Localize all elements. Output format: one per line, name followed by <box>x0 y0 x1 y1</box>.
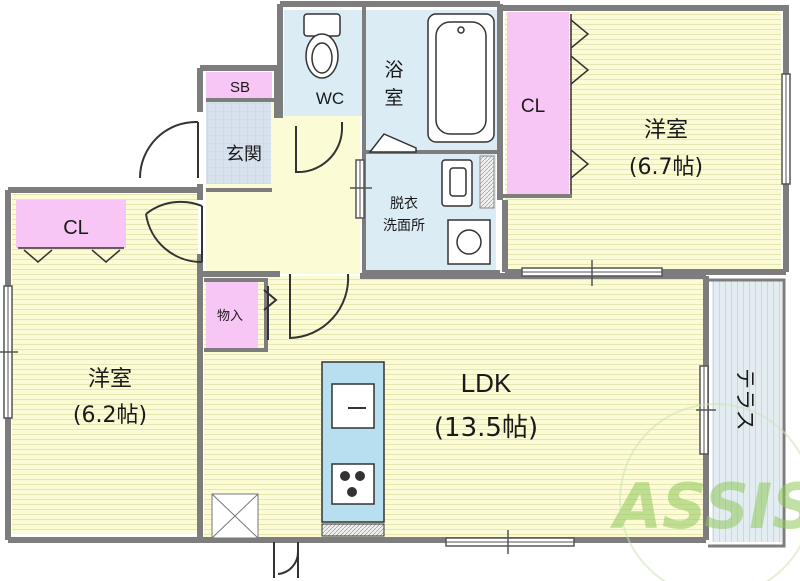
toilet <box>303 13 341 79</box>
storage-unit <box>211 493 259 539</box>
closet-right-label: CL <box>521 96 545 117</box>
western-left-name: 洋室 <box>88 367 132 392</box>
washroom-label-bottom: 洗面所 <box>383 218 425 234</box>
terrace-floor <box>712 280 782 542</box>
ldk-size: (13.5帖) <box>434 413 538 443</box>
closet-left-fill <box>16 200 126 248</box>
duct <box>479 155 495 209</box>
doors <box>139 120 350 578</box>
western-left-size: (6.2帖) <box>73 403 147 428</box>
shoe-box-label: SB <box>230 79 250 96</box>
western-right-size: (6.7帖) <box>629 155 703 180</box>
bath-label-top: 浴 <box>384 59 403 81</box>
bath-label-bottom: 室 <box>384 87 403 109</box>
washroom-label-top: 脱衣 <box>390 196 418 212</box>
bathtub <box>427 13 495 143</box>
closet-doors <box>18 14 590 263</box>
closet-right-fill <box>507 12 569 194</box>
closet-left-label: CL <box>63 217 89 239</box>
ldk-name: LDK <box>461 368 512 398</box>
entrance-tile <box>206 102 271 184</box>
kitchen-counter <box>321 361 385 537</box>
entrance-label: 玄関 <box>226 144 262 165</box>
windows <box>0 73 791 554</box>
watermark-logo: ASSIST <box>609 403 800 581</box>
wc-label: WC <box>316 89 344 108</box>
washing-machine-pan <box>447 219 491 265</box>
wash-basin <box>441 159 473 207</box>
western-right-name: 洋室 <box>644 118 688 143</box>
bath-step <box>368 133 417 153</box>
watermark-text: ASSIST <box>609 470 800 543</box>
terrace-label: テラス <box>733 368 757 431</box>
shoe-box-fill <box>206 72 272 100</box>
storage-label: 物入 <box>217 309 243 324</box>
ldk-floor <box>204 276 709 538</box>
labels: SB 玄関 WC 浴 室 脱衣 洗面所 CL 洋室 (6.7帖) CL 洋室 (… <box>63 59 757 443</box>
storage-fill <box>206 282 258 348</box>
